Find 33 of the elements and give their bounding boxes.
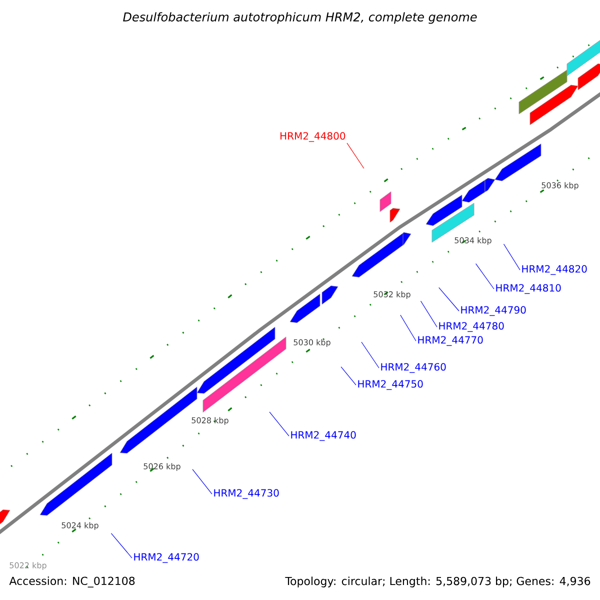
leader-line xyxy=(110,533,132,558)
gene-label: HRM2_44750 xyxy=(358,380,423,390)
leader-line xyxy=(361,342,380,368)
gene-label: HRM2_44720 xyxy=(134,553,199,563)
gene-label: HRM2_44770 xyxy=(418,336,483,346)
gene-label: HRM2_44800 xyxy=(280,132,346,142)
leader-line xyxy=(340,366,356,386)
scale-label: 5030 kbp xyxy=(294,339,330,347)
leader-line xyxy=(503,244,520,270)
gene-label: HRM2_44790 xyxy=(461,306,526,316)
scale-label: 5034 kbp xyxy=(454,237,492,245)
gene-label: HRM2_44780 xyxy=(439,322,504,332)
gene-label: HRM2_44820 xyxy=(522,265,587,275)
genome-stats-text: Topology: circular; Length: 5,589,073 bp; Genes: 4,936 xyxy=(285,576,590,588)
scale-label: 5026 kbp xyxy=(144,463,180,471)
gene-label: HRM2_44730 xyxy=(214,489,279,499)
leader-line xyxy=(269,412,290,436)
leader-line xyxy=(476,263,494,290)
leader-line xyxy=(400,314,416,342)
scale-label: 5024 kbp xyxy=(62,522,98,530)
scale-label: 5036 kbp xyxy=(542,182,578,190)
leader-line xyxy=(420,300,438,328)
scale-label: 5028 kbp xyxy=(192,417,228,425)
scale-label: 5022 kbp xyxy=(10,562,46,570)
gene-label: HRM2_44740 xyxy=(291,431,356,441)
accession-text: Accession: NC_012108 xyxy=(9,576,135,588)
leader-line xyxy=(438,287,460,312)
leader-line xyxy=(346,142,364,169)
leader-line xyxy=(192,469,212,494)
gene-label: HRM2_44810 xyxy=(496,284,561,294)
map-title: Desulfobacterium autotrophicum HRM2, complete genome xyxy=(123,12,477,24)
scale-label: 5032 kbp xyxy=(374,291,410,299)
gene-label: HRM2_44760 xyxy=(381,363,446,373)
